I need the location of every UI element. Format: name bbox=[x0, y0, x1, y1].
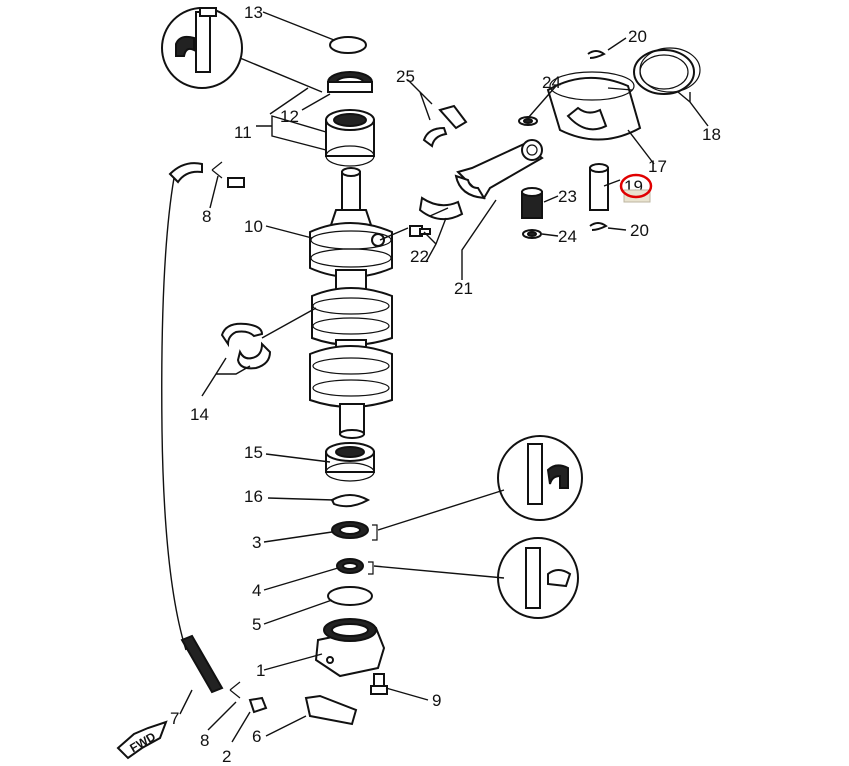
rod-cap-21[interactable] bbox=[418, 196, 464, 221]
o-ring-13[interactable] bbox=[329, 36, 367, 54]
bearing-halves-14[interactable] bbox=[220, 322, 272, 370]
gasket-6[interactable] bbox=[304, 694, 358, 726]
callout-6: 6 bbox=[252, 727, 261, 746]
oil-seal-12[interactable] bbox=[327, 71, 373, 93]
circlip-20-lower[interactable] bbox=[589, 222, 608, 231]
callout-2: 2 bbox=[222, 747, 231, 766]
detail-circle-mid bbox=[377, 435, 583, 531]
callout-10: 10 bbox=[244, 217, 263, 236]
rod-bolt-22[interactable] bbox=[409, 225, 431, 237]
callout-8-bottom: 8 bbox=[200, 731, 209, 750]
callout-21: 21 bbox=[454, 279, 473, 298]
crankshaft[interactable] bbox=[309, 167, 393, 439]
oil-seal-3[interactable] bbox=[331, 521, 378, 541]
detail-circle-low bbox=[373, 537, 579, 619]
clip-8-lower[interactable] bbox=[229, 681, 241, 699]
bearing-11[interactable] bbox=[325, 109, 375, 167]
oil-seal-4[interactable] bbox=[336, 558, 374, 575]
callout-22: 22 bbox=[410, 247, 429, 266]
circlip-16[interactable] bbox=[330, 494, 371, 508]
circlip-20-upper[interactable] bbox=[587, 50, 606, 59]
callout-20-top: 20 bbox=[628, 27, 647, 46]
callout-17: 17 bbox=[648, 157, 667, 176]
callout-1: 1 bbox=[256, 661, 265, 680]
washer-24-lower[interactable] bbox=[522, 229, 542, 239]
callout-12: 12 bbox=[280, 107, 299, 126]
callout-20-bottom: 20 bbox=[630, 221, 649, 240]
housing-1[interactable] bbox=[314, 618, 386, 678]
callout-15: 15 bbox=[244, 443, 263, 462]
needle-bearing-23[interactable] bbox=[521, 187, 543, 219]
piston-rings-18[interactable] bbox=[633, 47, 701, 95]
detail-circle-top bbox=[161, 7, 323, 93]
bearing-15[interactable] bbox=[325, 442, 375, 482]
callout-11: 11 bbox=[234, 123, 252, 142]
callout-5: 5 bbox=[252, 615, 261, 634]
callout-18: 18 bbox=[702, 125, 721, 144]
bearing-25[interactable] bbox=[422, 104, 468, 148]
leader-lines bbox=[179, 11, 709, 743]
callout-7: 7 bbox=[170, 709, 179, 728]
callout-4: 4 bbox=[252, 581, 261, 600]
callout-8-top: 8 bbox=[202, 207, 211, 226]
callout-9: 9 bbox=[432, 691, 441, 710]
callout-numbers: 13 12 11 10 8 14 15 16 3 4 5 1 7 8 2 6 9… bbox=[170, 3, 721, 766]
piston-pin-19[interactable] bbox=[589, 163, 609, 211]
piston-17[interactable] bbox=[546, 71, 642, 141]
connecting-rod-21[interactable] bbox=[454, 139, 544, 200]
fwd-direction-arrow: FWD bbox=[116, 720, 168, 760]
hose-7[interactable] bbox=[161, 162, 224, 694]
callout-25: 25 bbox=[396, 67, 415, 86]
callout-24-bottom: 24 bbox=[558, 227, 577, 246]
part-19-highlight bbox=[619, 173, 653, 203]
highlight-ring bbox=[619, 173, 653, 199]
callout-13: 13 bbox=[244, 3, 263, 22]
callout-3: 3 bbox=[252, 533, 261, 552]
bolt-9[interactable] bbox=[370, 673, 388, 695]
washer-24-upper[interactable] bbox=[518, 116, 538, 126]
callout-16: 16 bbox=[244, 487, 263, 506]
callout-14: 14 bbox=[190, 405, 209, 424]
fitting-2[interactable] bbox=[248, 696, 268, 714]
callout-23: 23 bbox=[558, 187, 577, 206]
clip-8-upper[interactable] bbox=[211, 161, 245, 188]
callout-24-top: 24 bbox=[542, 73, 561, 92]
o-ring-5[interactable] bbox=[327, 586, 373, 606]
